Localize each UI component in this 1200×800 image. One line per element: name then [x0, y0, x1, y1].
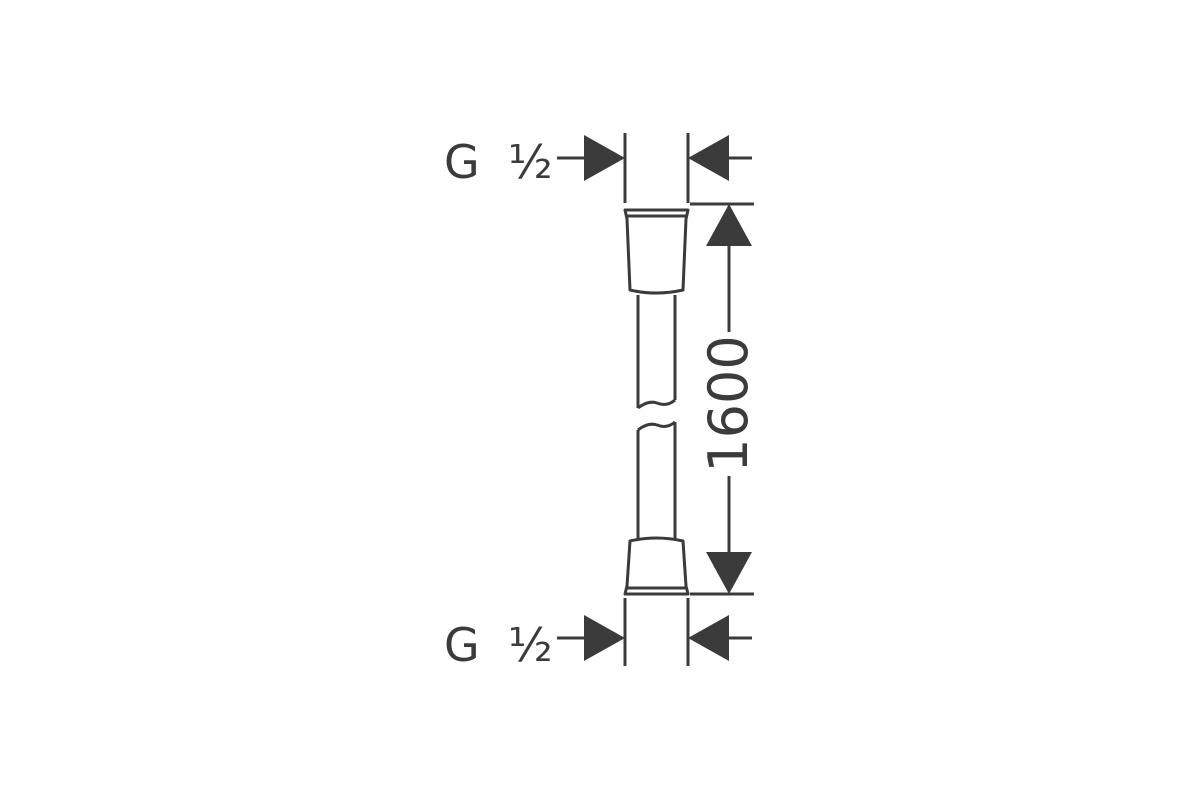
length-arrowhead-top	[706, 204, 752, 246]
bottom-arrowhead-left	[584, 615, 625, 661]
length-dimension: 1600	[690, 202, 760, 596]
length-arrowhead-bottom	[706, 552, 752, 594]
bottom-thread-fraction: ½	[508, 618, 553, 672]
bottom-arrowhead-right	[688, 615, 729, 661]
top-thread-dimension: G ½	[444, 133, 752, 203]
upper-hose-break-line	[637, 398, 676, 410]
top-thread-fraction: ½	[508, 135, 553, 189]
top-arrowhead-left	[584, 135, 625, 181]
bottom-hose-fitting	[623, 536, 690, 596]
bottom-thread-letter: G	[444, 618, 480, 672]
top-arrowhead-right	[688, 135, 729, 181]
top-hose-fitting	[623, 208, 690, 295]
bottom-thread-dimension: G ½	[444, 598, 752, 672]
length-dimension-value: 1600	[697, 335, 760, 472]
shower-hose	[623, 208, 690, 596]
lower-hose-break-line	[637, 420, 676, 432]
top-thread-letter: G	[444, 135, 480, 189]
